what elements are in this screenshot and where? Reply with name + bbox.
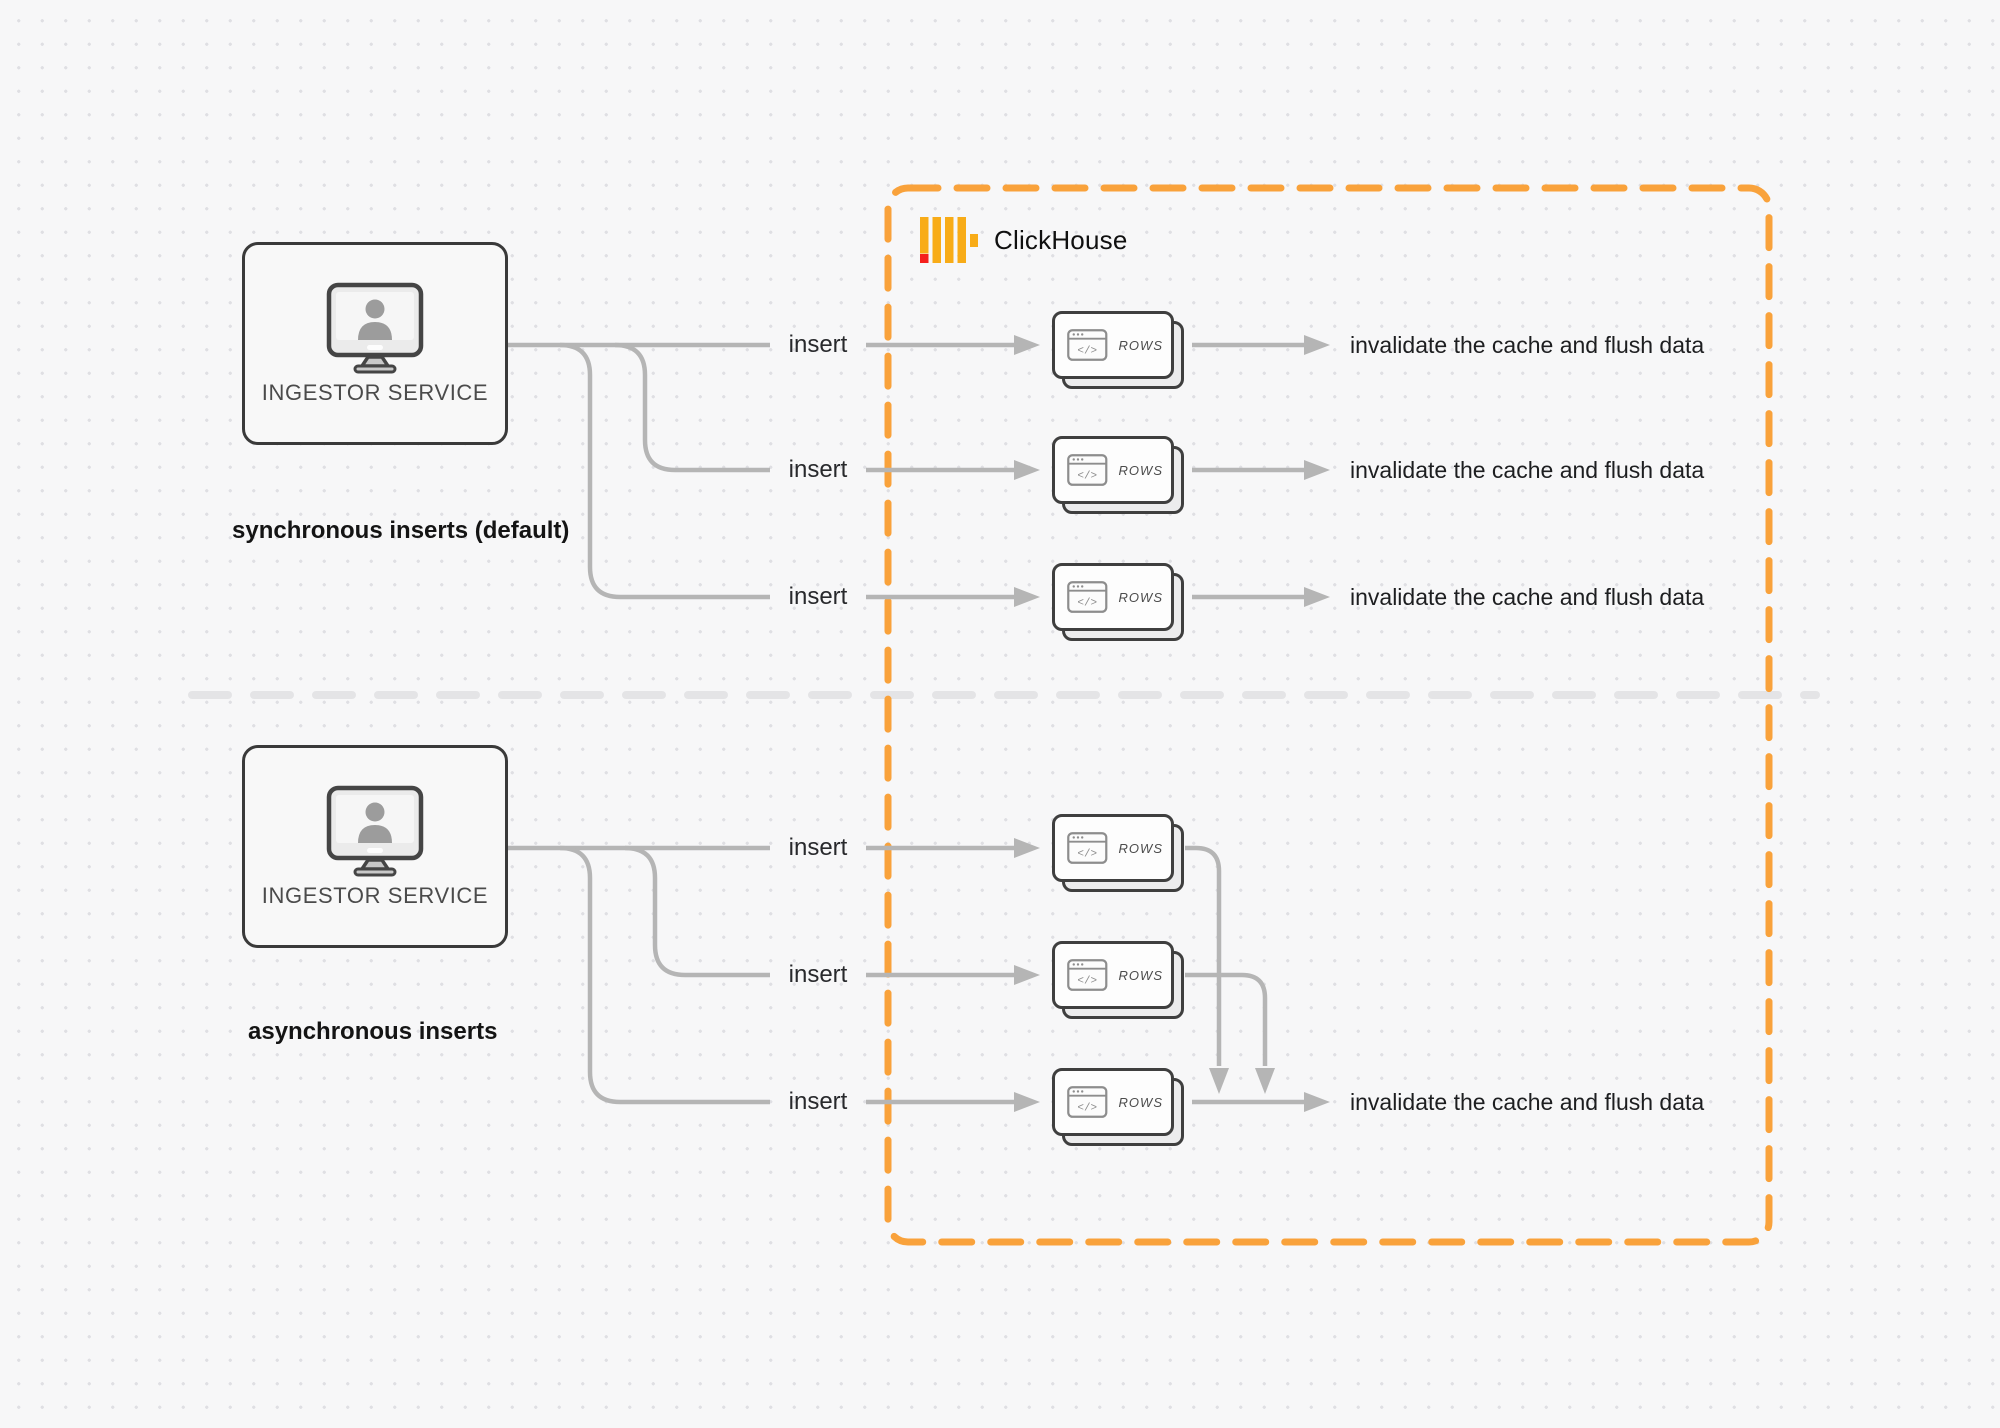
ingestor-service-label: INGESTOR SERVICE (261, 882, 489, 908)
browser-window-icon: </> (1067, 959, 1108, 991)
clickhouse-logo: ClickHouse (920, 214, 1128, 266)
svg-text:</>: </> (1077, 975, 1097, 987)
insert-label: insert (788, 961, 848, 988)
svg-text:</>: </> (1077, 345, 1097, 357)
insert-flow-lines (508, 342, 1304, 1105)
ingestor-service-label: INGESTOR SERVICE (261, 379, 489, 405)
rows-card: </> ROWS (1052, 311, 1184, 389)
svg-text:</>: </> (1077, 470, 1097, 482)
rows-card: </> ROWS (1052, 941, 1184, 1019)
browser-window-icon: </> (1067, 581, 1108, 613)
insert-label: insert (788, 834, 848, 861)
rows-card: </> ROWS (1052, 563, 1184, 641)
svg-text:</>: </> (1077, 848, 1097, 860)
rows-label: ROWS (1118, 462, 1163, 478)
monitor-user-icon (326, 282, 424, 373)
rows-label: ROWS (1118, 1094, 1163, 1110)
insert-label: insert (788, 583, 848, 610)
ingestor-service-box-async: INGESTOR SERVICE (242, 745, 508, 948)
rows-label: ROWS (1118, 589, 1163, 605)
insert-label: insert (788, 331, 848, 358)
async-caption: asynchronous inserts (248, 1018, 498, 1045)
result-label: invalidate the cache and flush data (1350, 332, 1705, 358)
clickhouse-label: ClickHouse (994, 224, 1128, 255)
arrowheads (1014, 335, 1330, 1112)
result-label: invalidate the cache and flush data (1350, 584, 1705, 610)
svg-text:</>: </> (1077, 597, 1097, 609)
rows-label: ROWS (1118, 840, 1163, 856)
ingestor-service-box-sync: INGESTOR SERVICE (242, 242, 508, 445)
browser-window-icon: </> (1067, 832, 1108, 864)
insert-label: insert (788, 456, 848, 483)
browser-window-icon: </> (1067, 454, 1108, 486)
rows-label: ROWS (1118, 337, 1163, 353)
rows-card: </> ROWS (1052, 436, 1184, 514)
rows-label: ROWS (1118, 967, 1163, 983)
clickhouse-bars-icon (920, 217, 978, 263)
browser-window-icon: </> (1067, 329, 1108, 361)
browser-window-icon: </> (1067, 1086, 1108, 1118)
insert-label: insert (788, 1088, 848, 1115)
monitor-user-icon (326, 785, 424, 876)
rows-card: </> ROWS (1052, 814, 1184, 892)
result-label: invalidate the cache and flush data (1350, 1089, 1705, 1115)
svg-text:</>: </> (1077, 1102, 1097, 1114)
clickhouse-boundary (884, 184, 1773, 1246)
rows-card: </> ROWS (1052, 1068, 1184, 1146)
result-label: invalidate the cache and flush data (1350, 457, 1705, 483)
sync-caption: synchronous inserts (default) (232, 517, 570, 544)
